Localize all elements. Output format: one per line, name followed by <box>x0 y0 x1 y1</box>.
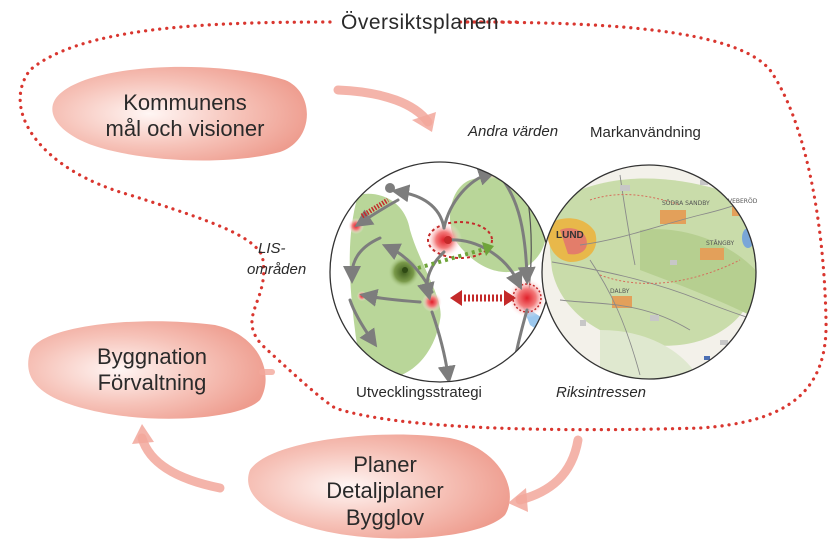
riksintressen-label: Riksintressen <box>556 384 647 401</box>
kommunens-line2: mål och visioner <box>105 116 265 142</box>
map-place-2: DALBY <box>610 288 630 295</box>
kommunens-label: Kommunens mål och visioner <box>70 90 300 143</box>
byggnation-line2: Förvaltning <box>97 370 207 396</box>
map-city-label: LUND <box>556 230 584 241</box>
diagram-title: Översiktsplanen <box>341 11 500 34</box>
map-place-1: SÖDRA SANDBY <box>662 200 710 207</box>
lis-label-line2: områden <box>247 261 307 278</box>
markanvandning-label: Markanvändning <box>590 124 701 141</box>
arrow-kommunens-to-map <box>333 85 433 127</box>
map-place-4: VEBERÖD <box>728 198 758 205</box>
landuse-map-circle <box>541 164 757 380</box>
blob-byggnation <box>28 321 266 419</box>
lis-label-line1: LIS- <box>258 240 286 257</box>
andra-varden-label: Andra värden <box>468 123 559 140</box>
arrow-map-to-planer <box>515 435 583 505</box>
planer-line2: Detaljplaner <box>326 478 444 504</box>
kommunens-line1: Kommunens <box>123 90 247 115</box>
blob-planer <box>248 434 510 539</box>
byggnation-label: Byggnation Förvaltning <box>52 344 252 397</box>
utvecklingsstrategi-label: Utvecklingsstrategi <box>356 384 482 401</box>
planer-label: Planer Detaljplaner Bygglov <box>300 452 470 531</box>
planer-line3: Bygglov <box>345 504 425 530</box>
blob-kommunens <box>52 66 307 161</box>
map-place-3: STÅNGBY <box>706 240 735 247</box>
planer-line1: Planer <box>353 452 417 477</box>
byggnation-line1: Byggnation <box>96 344 208 369</box>
arrow-planer-to-byggnation <box>137 433 225 493</box>
strategy-circle <box>329 161 551 383</box>
